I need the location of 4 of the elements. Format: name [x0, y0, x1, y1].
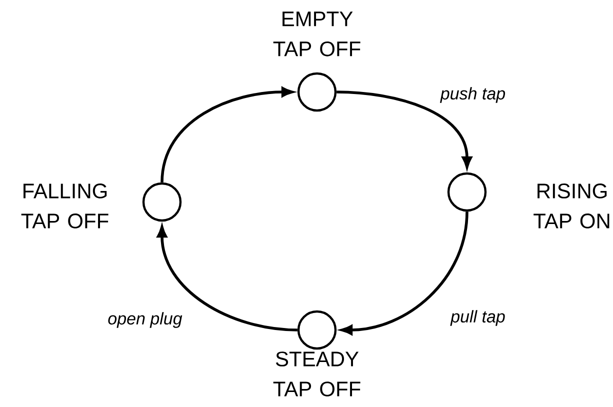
state-label: FALLING TAP OFF	[21, 184, 108, 228]
state-label: RISING TAP ON	[534, 184, 610, 228]
state-label: STEADY TAP OFF	[273, 352, 360, 396]
state-label: EMPTY TAP OFF	[273, 12, 360, 56]
